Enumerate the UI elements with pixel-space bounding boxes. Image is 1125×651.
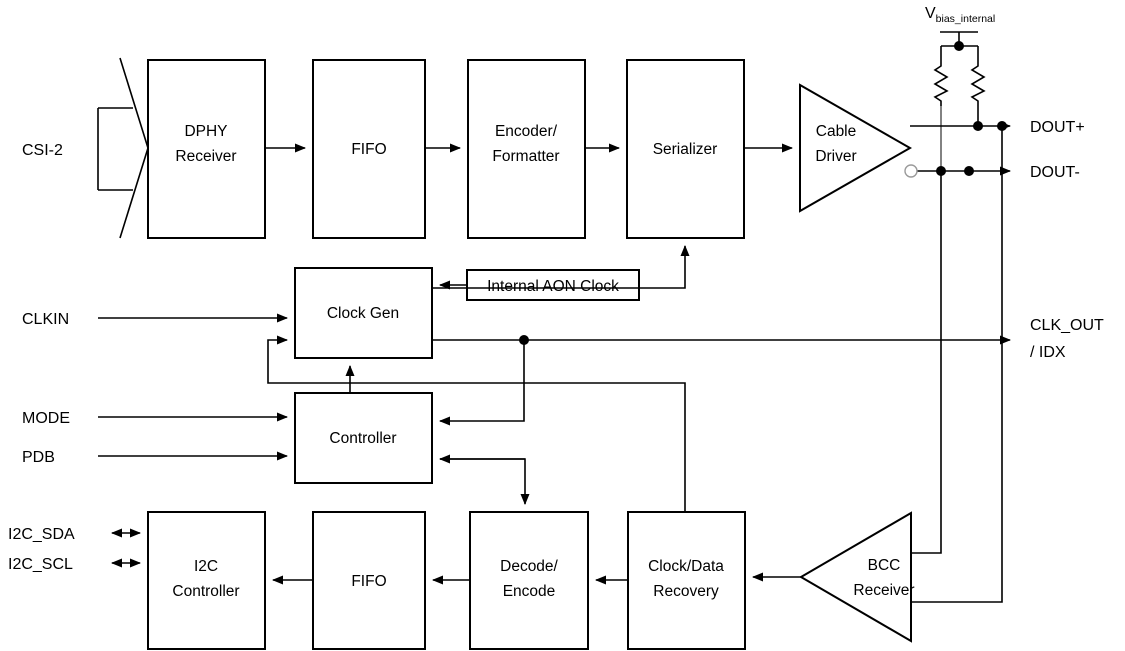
net-dout-plus bbox=[910, 121, 1011, 131]
label-csi-2: CSI-2 bbox=[22, 142, 63, 159]
label-mode: MODE bbox=[22, 410, 70, 427]
wire-dout-minus-to-bcc bbox=[911, 171, 942, 554]
label-cdr-line2: Recovery bbox=[653, 583, 719, 600]
block-i2c-controller bbox=[147, 511, 266, 650]
wire-clock-gen-to-serializer bbox=[432, 245, 690, 289]
block-controller bbox=[294, 392, 433, 484]
wire-dout-plus-to-bcc bbox=[911, 126, 1003, 603]
block-encoder-formatter bbox=[467, 59, 586, 239]
label-fifo-bottom: FIFO bbox=[351, 573, 386, 590]
wire-controller-to-decode-encode bbox=[440, 458, 530, 505]
block-bcc-receiver bbox=[799, 511, 912, 643]
csi2-funnel-icon bbox=[97, 57, 149, 239]
label-dout-plus: DOUT+ bbox=[1030, 119, 1085, 136]
label-cdr-line1: Clock/Data bbox=[648, 558, 724, 575]
block-fifo-bottom bbox=[312, 511, 426, 650]
label-dout-minus: DOUT- bbox=[1030, 164, 1080, 181]
label-decode-line1: Decode/ bbox=[500, 558, 558, 575]
block-cable-driver bbox=[799, 83, 913, 213]
label-bcc-receiver-line1: BCC bbox=[868, 557, 901, 574]
net-dout-minus bbox=[904, 164, 1011, 178]
label-encoder-line1: Encoder/ bbox=[495, 123, 558, 140]
block-decode-encode bbox=[469, 511, 589, 650]
resistor-right-icon bbox=[970, 62, 986, 106]
wire-clock-gen-branch-to-controller bbox=[439, 340, 525, 426]
label-internal-aon-clock: Internal AON Clock bbox=[487, 278, 619, 295]
label-cable-driver-line2: Driver bbox=[815, 148, 856, 165]
vbias-symbol: V bbox=[925, 5, 936, 22]
label-dphy-receiver-line2: Receiver bbox=[175, 148, 236, 165]
label-vbias-internal: Vbias_internal bbox=[925, 5, 995, 25]
resistor-left-icon bbox=[933, 62, 949, 106]
label-dphy-receiver-line1: DPHY bbox=[184, 123, 227, 140]
wire-cdr-to-clock-gen-feedback bbox=[267, 335, 686, 512]
vbias-supply-rail bbox=[940, 31, 979, 62]
block-clock-data-recovery bbox=[627, 511, 746, 650]
block-dphy-receiver bbox=[147, 59, 266, 239]
label-i2c-scl: I2C_SCL bbox=[8, 556, 73, 573]
label-i2c-sda: I2C_SDA bbox=[8, 526, 75, 543]
label-controller: Controller bbox=[329, 430, 396, 447]
label-cable-driver-line1: Cable bbox=[816, 123, 857, 140]
vbias-subscript: bias_internal bbox=[936, 13, 996, 25]
label-i2c-controller-line2: Controller bbox=[172, 583, 239, 600]
label-pdb: PDB bbox=[22, 449, 55, 466]
block-serializer bbox=[626, 59, 745, 239]
label-decode-line2: Encode bbox=[503, 583, 556, 600]
wire-clock-gen-to-clk-out bbox=[432, 335, 1011, 345]
block-internal-aon-clock bbox=[466, 269, 640, 301]
label-clock-gen: Clock Gen bbox=[327, 305, 399, 322]
label-clk-out-line1: CLK_OUT bbox=[1030, 317, 1104, 334]
label-serializer: Serializer bbox=[653, 141, 718, 158]
label-clkin: CLKIN bbox=[22, 311, 69, 328]
block-fifo-top bbox=[312, 59, 426, 239]
label-bcc-receiver-line2: Receiver bbox=[853, 582, 914, 599]
label-i2c-controller-line1: I2C bbox=[194, 558, 218, 575]
label-clk-out-line2: / IDX bbox=[1030, 344, 1066, 361]
label-fifo-top: FIFO bbox=[351, 141, 386, 158]
label-encoder-line2: Formatter bbox=[492, 148, 559, 165]
block-clock-gen bbox=[294, 267, 433, 359]
